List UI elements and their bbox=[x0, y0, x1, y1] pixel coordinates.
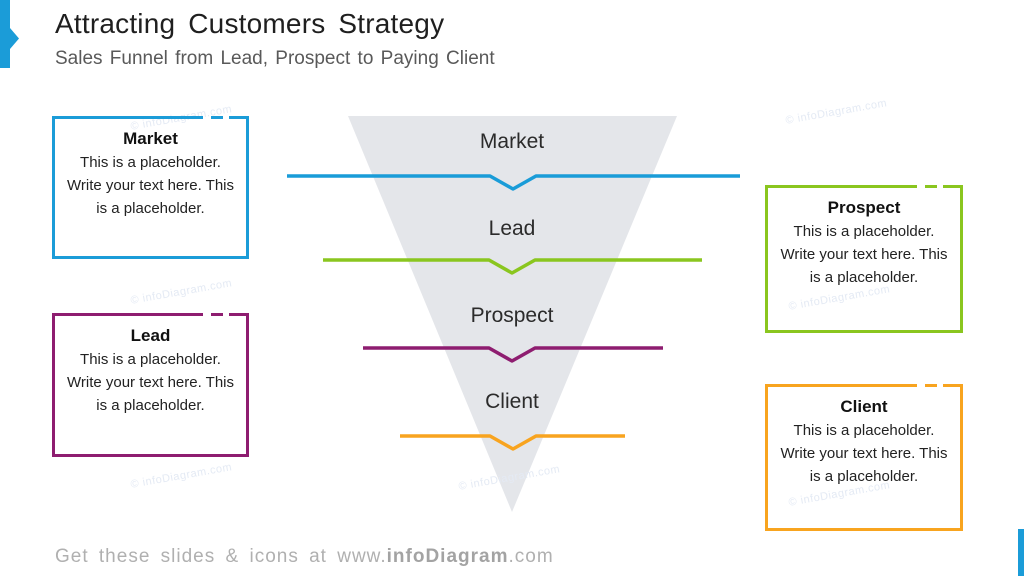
funnel-line-prospect bbox=[363, 346, 663, 363]
prospect-box-title: Prospect bbox=[827, 198, 901, 217]
client-box-border bbox=[765, 384, 963, 531]
funnel-label-lead: Lead bbox=[488, 217, 536, 240]
lead-textbox[interactable]: Lead This is a placeholder. Write your t… bbox=[52, 313, 249, 457]
client-box-title: Client bbox=[840, 397, 888, 416]
client-box-body: This is a placeholder. Write your text h… bbox=[780, 422, 948, 485]
funnel-label-client: Client bbox=[485, 390, 539, 413]
bookmark-accent-icon bbox=[0, 0, 19, 68]
funnel-line-market bbox=[287, 174, 740, 191]
corner-accent-bar bbox=[1018, 529, 1024, 576]
market-textbox[interactable]: Market This is a placeholder. Write your… bbox=[52, 116, 249, 259]
market-box-border bbox=[52, 116, 249, 259]
prospect-box-body: This is a placeholder. Write your text h… bbox=[780, 223, 948, 286]
lead-box-title: Lead bbox=[130, 326, 171, 345]
funnel-triangle bbox=[348, 116, 677, 512]
footer-text-prefix: Get these slides & icons at www. bbox=[55, 546, 387, 567]
prospect-textbox[interactable]: Prospect This is a placeholder. Write yo… bbox=[765, 185, 963, 333]
funnel-label-market: Market bbox=[479, 130, 545, 153]
funnel-label-prospect: Prospect bbox=[470, 304, 554, 327]
market-box-body: This is a placeholder. Write your text h… bbox=[66, 154, 234, 217]
prospect-box-border bbox=[765, 185, 963, 333]
footer-text-suffix: .com bbox=[508, 546, 554, 567]
footer-credit: Get these slides & icons at www.infoDiag… bbox=[55, 546, 554, 568]
client-textbox[interactable]: Client This is a placeholder. Write your… bbox=[765, 384, 963, 531]
lead-box-border bbox=[52, 313, 249, 457]
funnel-line-client bbox=[400, 434, 625, 451]
market-box-title: Market bbox=[123, 129, 178, 148]
funnel-line-lead bbox=[323, 258, 702, 275]
slide-subtitle: Sales Funnel from Lead, Prospect to Payi… bbox=[55, 48, 495, 69]
lead-box-body: This is a placeholder. Write your text h… bbox=[66, 351, 234, 414]
slide-title: Attracting Customers Strategy bbox=[55, 8, 445, 39]
footer-brand: infoDiagram bbox=[386, 546, 509, 567]
